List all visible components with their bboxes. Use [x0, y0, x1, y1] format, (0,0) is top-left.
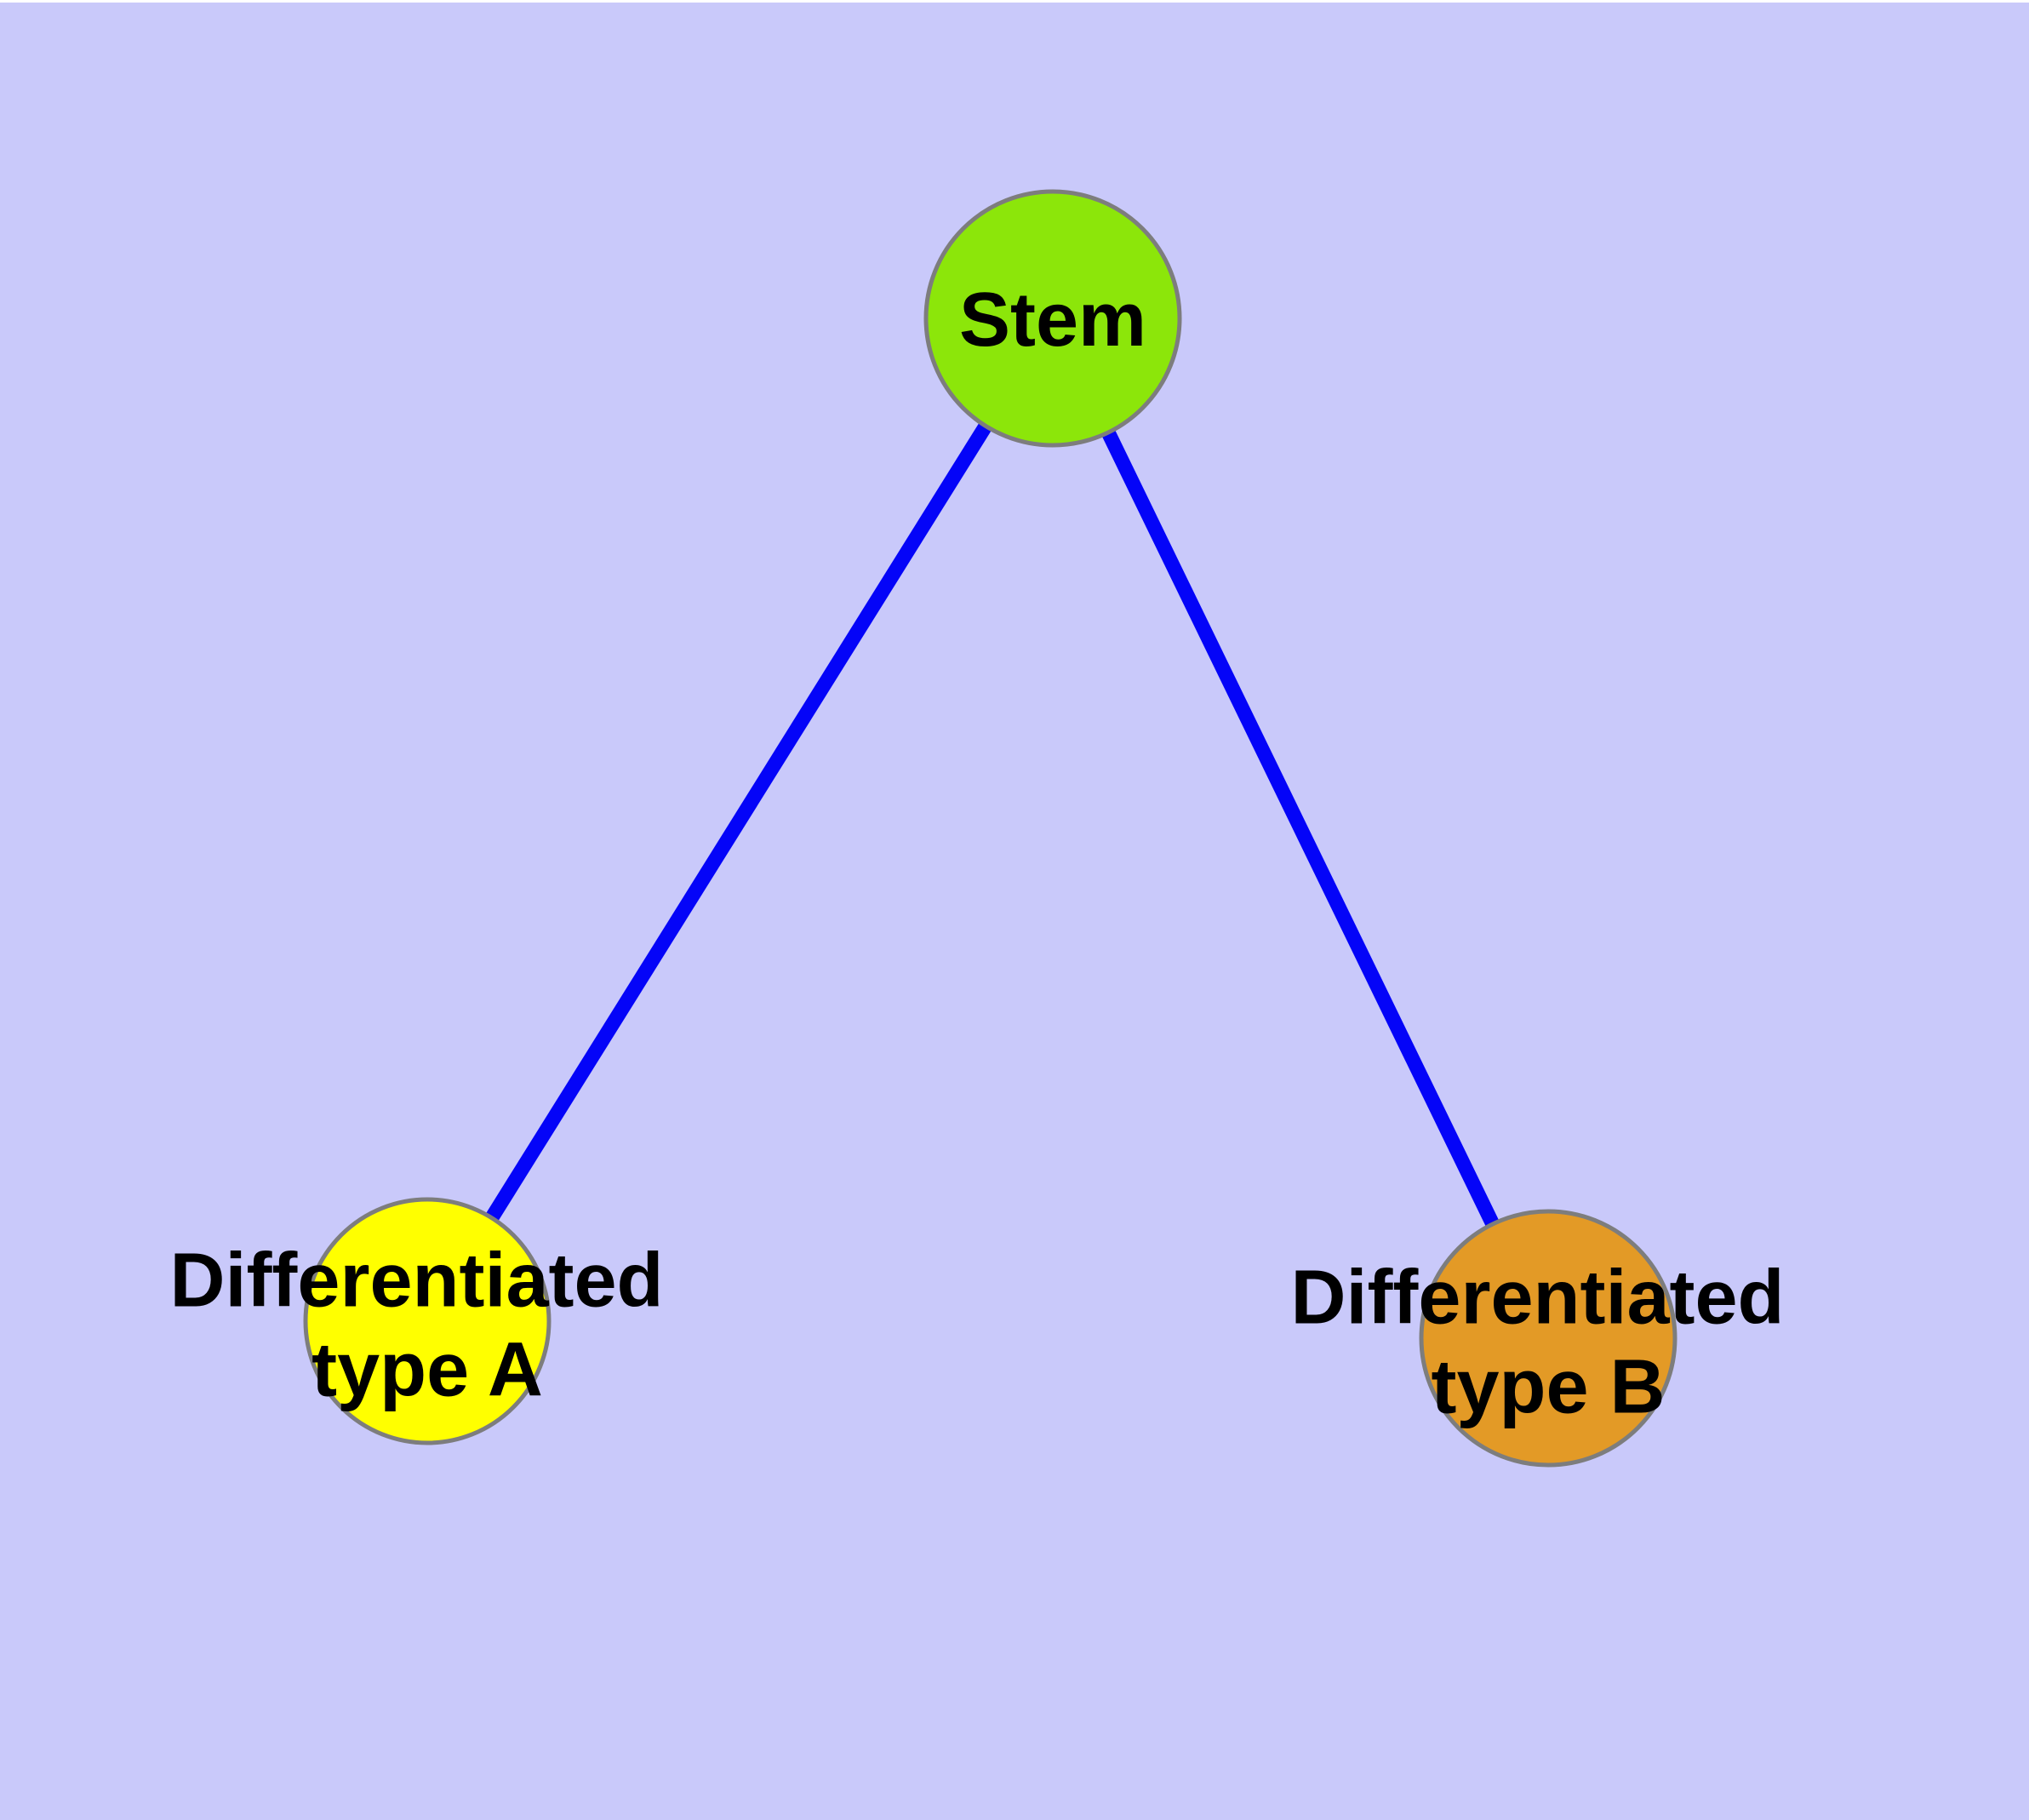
node-differentiated-type-b-label: Differentiated type B	[1290, 1256, 1805, 1430]
node-stem-circle[interactable]	[923, 189, 1182, 448]
node-stem-label-line: Stem	[959, 278, 1146, 363]
node-stem-label: Stem	[959, 278, 1146, 363]
node-differentiated-type-a-label-line2: type A	[311, 1328, 543, 1413]
node-differentiated-type-b-circle[interactable]	[1419, 1209, 1677, 1468]
node-differentiated-type-a-circle[interactable]	[303, 1197, 552, 1445]
node-differentiated-type-a[interactable]: Differentiated type A	[169, 1197, 684, 1445]
node-stem[interactable]: Stem	[923, 189, 1182, 448]
edge-stem-to-type-a	[420, 314, 1060, 1325]
node-differentiated-type-b-label-line2: type B	[1431, 1345, 1665, 1430]
edge-stem-to-type-b	[1046, 315, 1555, 1342]
node-differentiated-type-a-label-line1: Differentiated	[169, 1239, 663, 1324]
node-differentiated-type-a-label: Differentiated type A	[169, 1239, 684, 1413]
window-top-strip	[0, 0, 2029, 3]
node-differentiated-type-b[interactable]: Differentiated type B	[1290, 1209, 1805, 1468]
node-differentiated-type-b-label-line1: Differentiated	[1290, 1256, 1784, 1341]
